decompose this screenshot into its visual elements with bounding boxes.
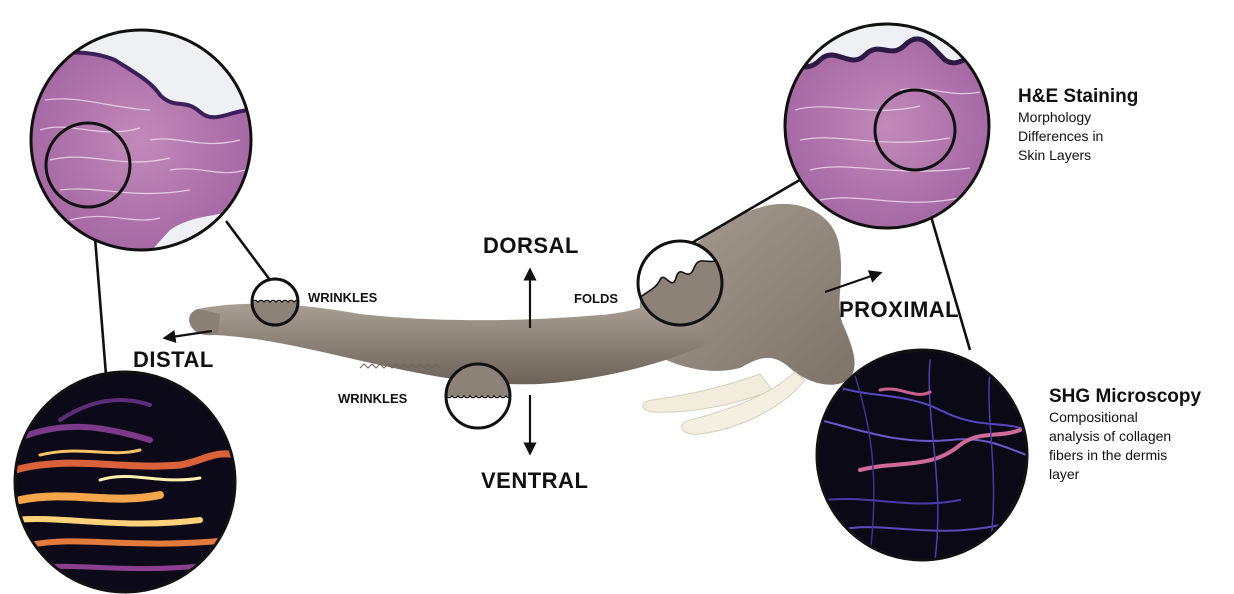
wrinkles-dorsal-label: WRINKLES <box>308 290 377 305</box>
he-staining-caption: H&E Staining Morphology Differences in S… <box>1018 86 1138 165</box>
dorsal-label: DORSAL <box>483 233 579 259</box>
shg-microscopy-title: SHG Microscopy <box>1049 386 1201 408</box>
he-staining-line: Skin Layers <box>1018 146 1138 165</box>
folds-label: FOLDS <box>574 291 618 306</box>
shg-microscopy-caption: SHG Microscopy Compositional analysis of… <box>1049 386 1201 484</box>
shg-micrograph-proximal <box>817 350 1027 560</box>
shg-microscopy-line: analysis of collagen <box>1049 427 1201 446</box>
he-micrograph-distal <box>30 30 252 252</box>
shg-microscopy-line: Compositional <box>1049 408 1201 427</box>
wrinkles-ventral-label: WRINKLES <box>338 391 407 406</box>
he-staining-title: H&E Staining <box>1018 86 1138 108</box>
ventral-label: VENTRAL <box>481 468 588 494</box>
proximal-label: PROXIMAL <box>839 297 959 323</box>
shg-micrograph-distal <box>15 372 235 592</box>
he-staining-line: Morphology <box>1018 108 1138 127</box>
he-staining-line: Differences in <box>1018 127 1138 146</box>
shg-microscopy-line: layer <box>1049 465 1201 484</box>
shg-microscopy-line: fibers in the dermis <box>1049 446 1201 465</box>
he-micrograph-proximal <box>785 24 989 228</box>
distal-label: DISTAL <box>133 347 214 373</box>
